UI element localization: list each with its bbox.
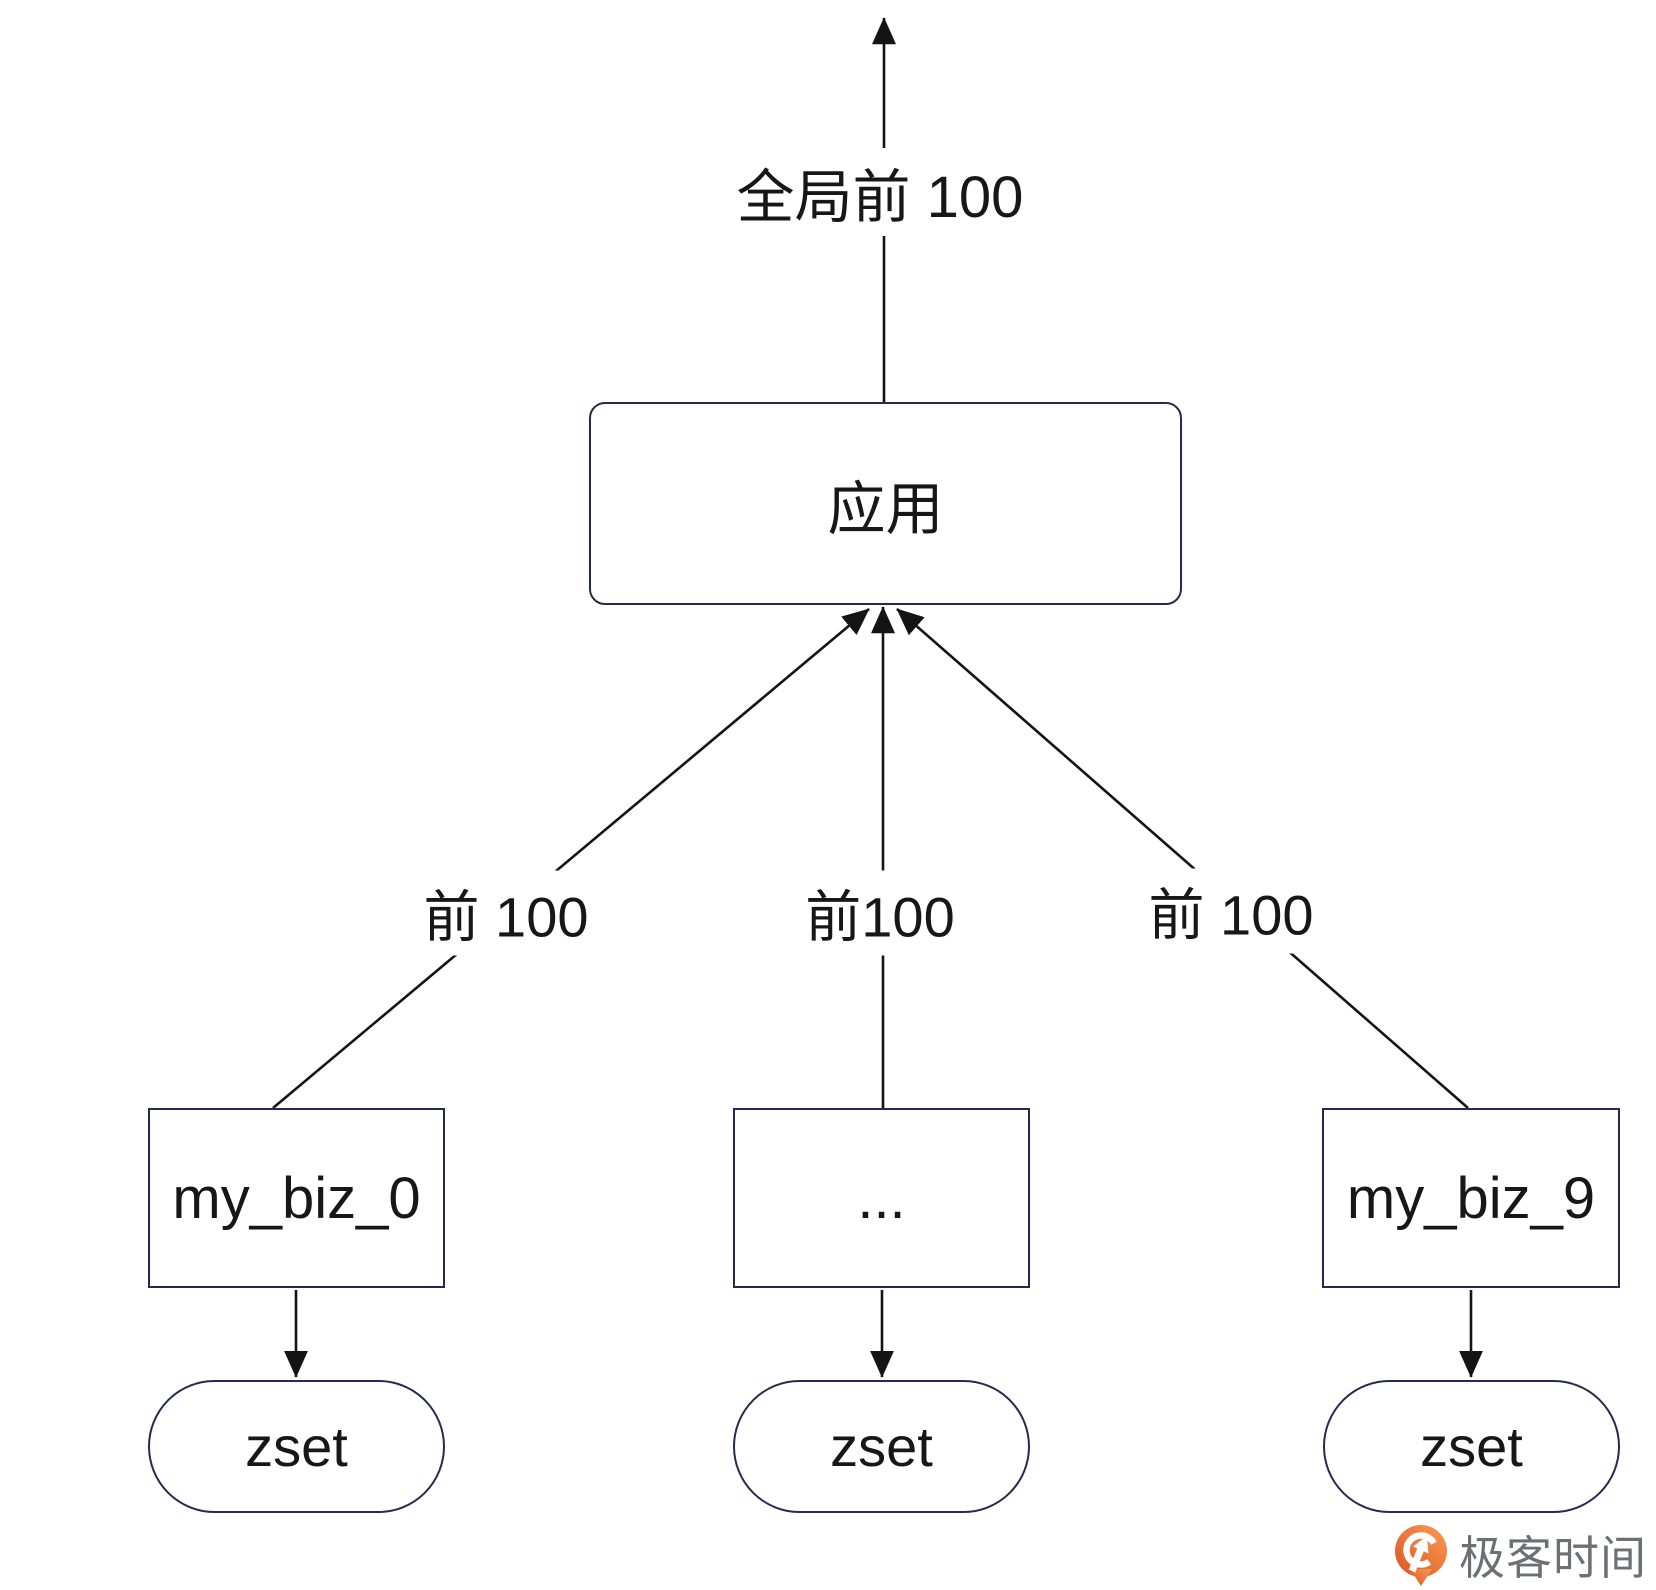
node-app: 应用 bbox=[589, 402, 1182, 605]
node-zset-middle-label: zset bbox=[830, 1415, 933, 1478]
node-app-label: 应用 bbox=[827, 476, 944, 542]
node-shard-middle-label: ... bbox=[857, 1165, 906, 1231]
edge-label-middle: 前100 bbox=[795, 870, 965, 956]
edge-shard-right-to-app bbox=[896, 608, 1469, 1109]
logo-pin-tail bbox=[1410, 1569, 1432, 1586]
global-top100-label: 全局前 100 bbox=[726, 148, 1034, 236]
node-zset-left-label: zset bbox=[245, 1415, 348, 1478]
brand-watermark: 极客时间 bbox=[1392, 1522, 1647, 1588]
node-shard-left: my_biz_0 bbox=[148, 1108, 445, 1288]
node-zset-middle: zset bbox=[733, 1380, 1030, 1513]
node-zset-left: zset bbox=[148, 1380, 445, 1513]
geektime-logo-icon bbox=[1395, 1525, 1447, 1586]
node-shard-middle: ... bbox=[733, 1108, 1030, 1288]
node-shard-left-label: my_biz_0 bbox=[172, 1165, 421, 1231]
brand-name: 极客时间 bbox=[1459, 1532, 1647, 1584]
node-shard-right-label: my_biz_9 bbox=[1346, 1165, 1596, 1231]
node-shard-right: my_biz_9 bbox=[1322, 1108, 1620, 1288]
node-zset-right-label: zset bbox=[1420, 1415, 1523, 1478]
logo-arrow-shaft bbox=[1408, 1548, 1424, 1573]
edge-label-left: 前 100 bbox=[413, 870, 599, 956]
node-zset-right: zset bbox=[1323, 1380, 1620, 1513]
logo-arrow-head bbox=[1413, 1536, 1429, 1554]
edge-shard-left-to-app bbox=[272, 608, 870, 1109]
edge-label-right: 前 100 bbox=[1138, 868, 1324, 954]
logo-ring bbox=[1403, 1532, 1439, 1568]
